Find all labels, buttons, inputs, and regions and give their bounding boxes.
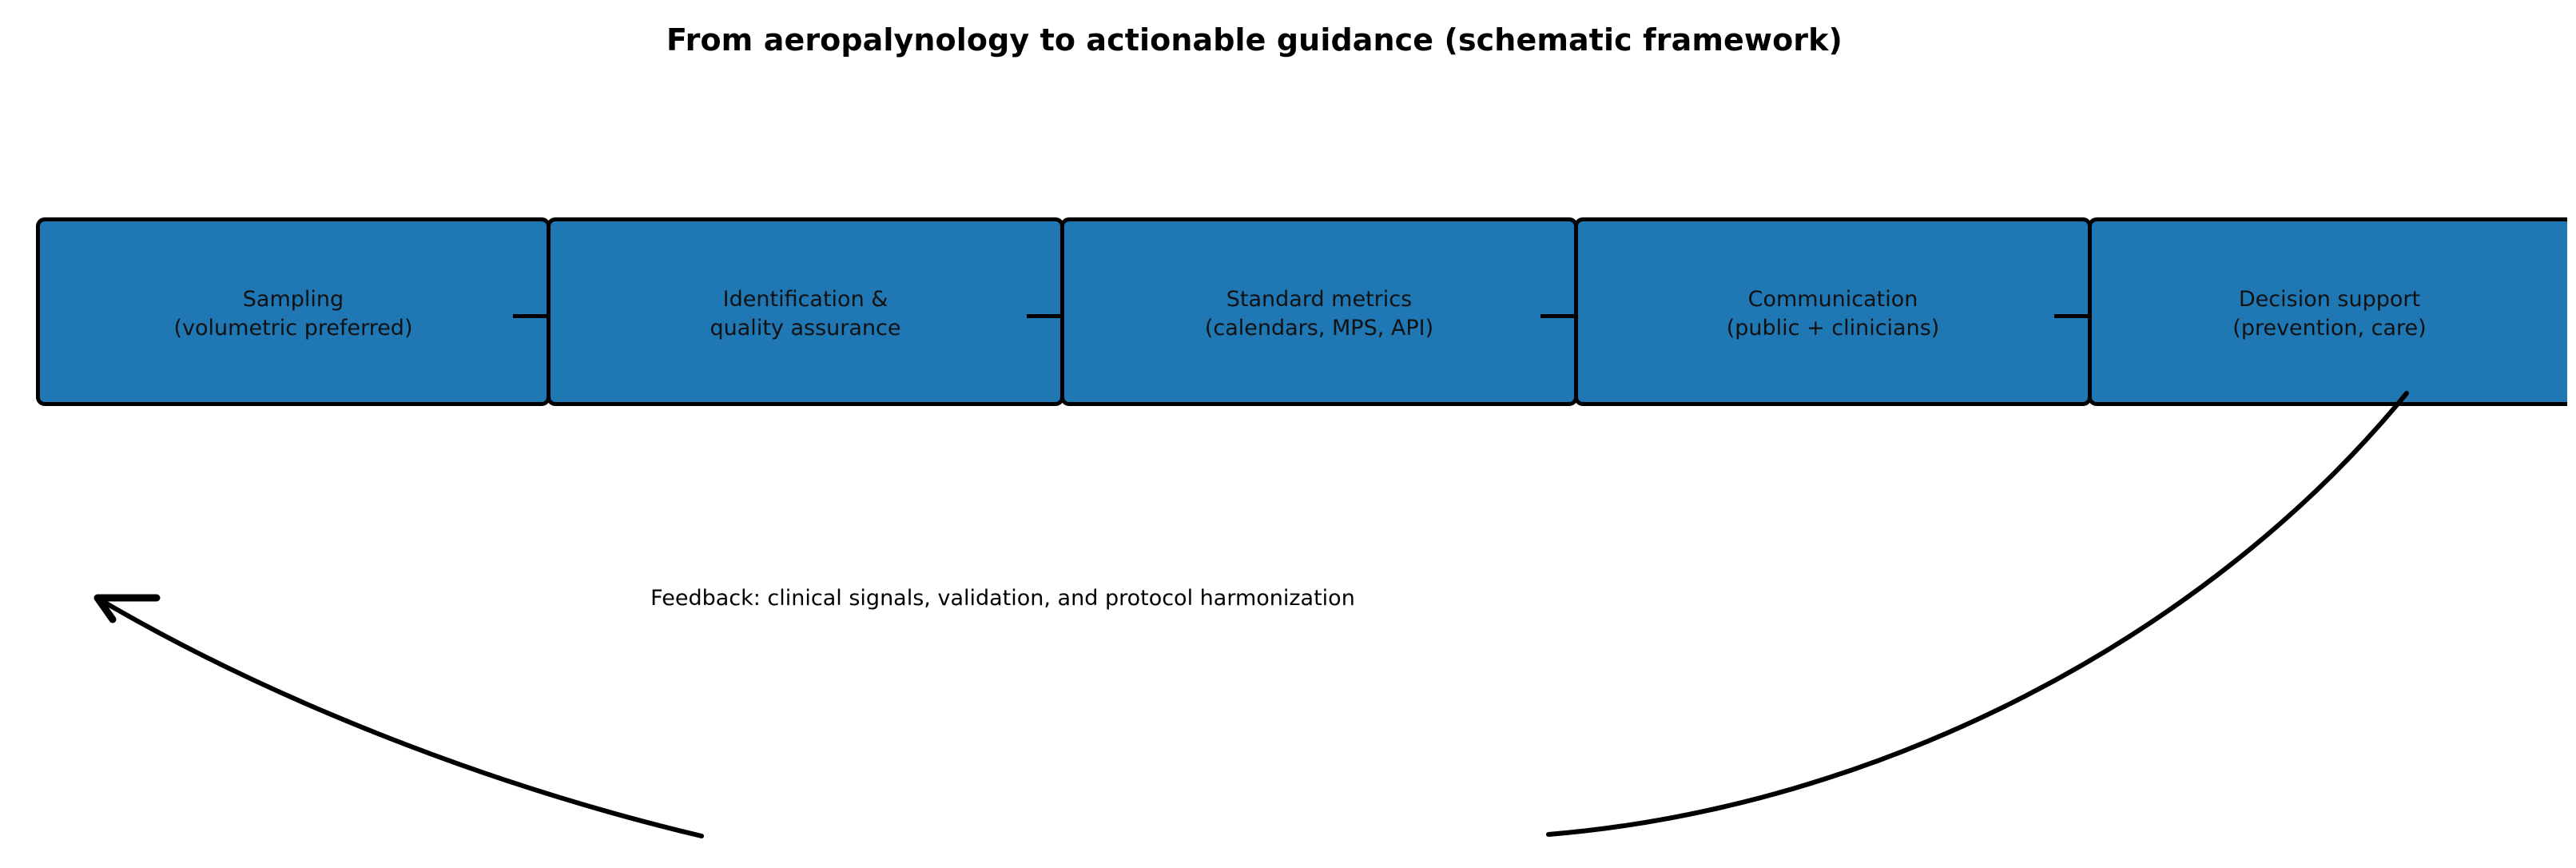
pipeline-row: Sampling (volumetric preferred) Identifi… xyxy=(36,217,2567,406)
stage-label-communication: Communication (public + clinicians) xyxy=(1726,287,1940,340)
connector-arrow-3 xyxy=(1540,314,1574,318)
connector-arrow-4 xyxy=(2054,314,2088,318)
stage-label-sampling: Sampling (volumetric preferred) xyxy=(173,287,413,340)
feedback-caption: Feedback: clinical signals, validation, … xyxy=(650,586,1355,611)
stage-label-standard-metrics: Standard metrics (calendars, MPS, API) xyxy=(1204,287,1434,340)
stage-box-standard-metrics[interactable]: Standard metrics (calendars, MPS, API) xyxy=(1060,217,1578,406)
stage-box-decision-support[interactable]: Decision support (prevention, care) xyxy=(2088,217,2567,406)
stage-box-sampling[interactable]: Sampling (volumetric preferred) xyxy=(36,217,551,406)
feedback-arc-right-branch xyxy=(1546,391,2409,837)
stage-box-communication[interactable]: Communication (public + clinicians) xyxy=(1574,217,2092,406)
stage-label-decision-support: Decision support (prevention, care) xyxy=(2232,287,2427,340)
feedback-arc-left-branch xyxy=(100,599,704,838)
connector-arrow-1 xyxy=(513,314,547,318)
stage-box-identification-quality-assurance[interactable]: Identification & quality assurance xyxy=(547,217,1064,406)
figure-title: From aeropalynology to actionable guidan… xyxy=(666,22,1843,58)
connector-arrow-2 xyxy=(1027,314,1060,318)
stage-label-identification-quality-assurance: Identification & quality assurance xyxy=(710,287,901,340)
